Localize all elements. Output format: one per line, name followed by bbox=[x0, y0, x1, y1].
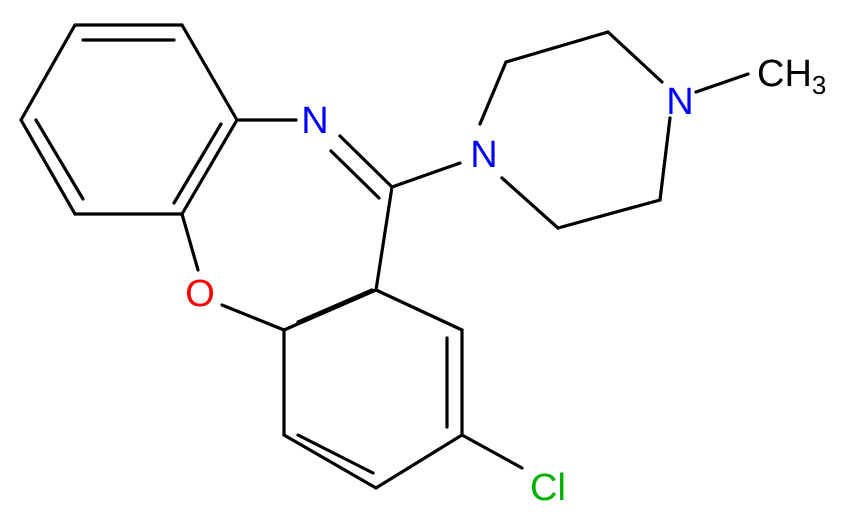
bond bbox=[180, 23, 239, 122]
bond bbox=[282, 288, 378, 332]
bond bbox=[19, 118, 77, 216]
bond bbox=[390, 161, 462, 189]
bond bbox=[374, 288, 464, 332]
bond bbox=[34, 118, 85, 201]
bond bbox=[282, 433, 378, 490]
bond bbox=[180, 212, 200, 272]
bond bbox=[606, 30, 664, 84]
atom-label-chlorine: Cl bbox=[530, 467, 566, 509]
bond bbox=[478, 60, 508, 126]
bond bbox=[658, 116, 672, 202]
bond bbox=[694, 72, 750, 94]
methyl-text: CH bbox=[757, 53, 812, 95]
atom-label-n-piperazine-1: N bbox=[470, 134, 497, 176]
bond bbox=[374, 433, 464, 490]
bond bbox=[460, 433, 524, 470]
bond bbox=[296, 433, 375, 475]
bond bbox=[500, 176, 560, 230]
bond bbox=[296, 288, 374, 324]
bond bbox=[504, 30, 610, 64]
atom-label-methyl: CH3 bbox=[757, 53, 826, 100]
atom-label-oxygen: O bbox=[185, 273, 215, 315]
bond bbox=[329, 149, 381, 200]
bond bbox=[374, 185, 394, 292]
bond bbox=[180, 118, 239, 216]
bond bbox=[338, 134, 394, 189]
bond bbox=[220, 303, 286, 332]
atom-label-n-imine: N bbox=[301, 100, 328, 142]
bond bbox=[19, 23, 77, 122]
bond bbox=[556, 198, 662, 230]
bond bbox=[172, 122, 223, 205]
methyl-subscript: 3 bbox=[812, 70, 826, 100]
atom-label-n-piperazine-4: N bbox=[666, 81, 693, 123]
